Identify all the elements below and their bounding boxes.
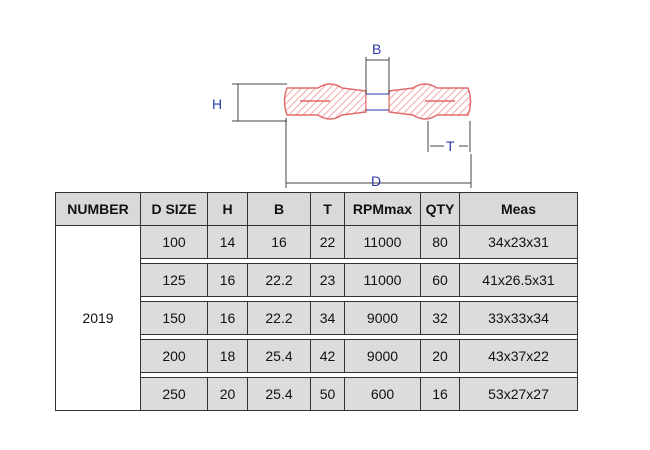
cell-d-size: 150	[140, 301, 208, 335]
cell-meas: 41x26.5x31	[459, 263, 578, 297]
cell-d-size: 125	[140, 263, 208, 297]
cell-b: 25.4	[247, 377, 311, 411]
cell-meas: 53x27x27	[459, 377, 578, 411]
header-b: B	[247, 192, 311, 226]
cell-qty: 16	[420, 377, 460, 411]
cell-b: 22.2	[247, 301, 311, 335]
cell-b: 25.4	[247, 339, 311, 373]
cell-t: 22	[310, 225, 345, 259]
header-rpm-max: RPMmax	[344, 192, 421, 226]
cell-h: 20	[207, 377, 248, 411]
cell-qty: 32	[420, 301, 460, 335]
number-cell: 2019	[55, 225, 141, 411]
header-number: NUMBER	[55, 192, 141, 226]
table-row: 125 16 22.2 23 11000 60 41x26.5x31	[56, 263, 578, 297]
cell-b: 16	[247, 225, 311, 259]
header-h: H	[207, 192, 248, 226]
cell-h: 18	[207, 339, 248, 373]
center-bore	[365, 93, 390, 111]
table-row: 2019 100 14 16 22 11000 80 34x23x31	[55, 225, 578, 411]
cell-h: 16	[207, 301, 248, 335]
cell-h: 16	[207, 263, 248, 297]
cell-meas: 43x37x22	[459, 339, 578, 373]
cell-meas: 34x23x31	[459, 225, 578, 259]
cell-d-size: 200	[140, 339, 208, 373]
table-row: 150 16 22.2 34 9000 32 33x33x34	[56, 301, 578, 335]
cell-qty: 80	[420, 225, 460, 259]
cell-rpm-max: 11000	[344, 263, 421, 297]
cell-h: 14	[207, 225, 248, 259]
label-h: H	[212, 96, 222, 112]
cell-t: 23	[310, 263, 345, 297]
cell-rpm-max: 9000	[344, 301, 421, 335]
cell-d-size: 100	[140, 225, 208, 259]
label-d: D	[371, 173, 381, 189]
header-meas: Meas	[459, 192, 578, 226]
header-d-size: D SIZE	[140, 192, 208, 226]
cell-rpm-max: 600	[344, 377, 421, 411]
cell-rpm-max: 9000	[344, 339, 421, 373]
cell-meas: 33x33x34	[459, 301, 578, 335]
spec-table: NUMBER D SIZE H B T RPMmax QTY Meas 2019…	[55, 192, 578, 411]
table-header-row: NUMBER D SIZE H B T RPMmax QTY Meas	[55, 192, 578, 226]
label-b: B	[372, 41, 381, 57]
cell-t: 34	[310, 301, 345, 335]
cross-section-diagram: B H T D	[212, 41, 472, 189]
cell-b: 22.2	[247, 263, 311, 297]
cell-qty: 20	[420, 339, 460, 373]
table-row: 250 20 25.4 50 600 16 53x27x27	[56, 377, 578, 411]
table-row: 200 18 25.4 42 9000 20 43x37x22	[56, 339, 578, 373]
cell-d-size: 250	[140, 377, 208, 411]
label-t: T	[446, 138, 455, 154]
cell-qty: 60	[420, 263, 460, 297]
header-t: T	[310, 192, 345, 226]
cell-rpm-max: 11000	[344, 225, 421, 259]
header-qty: QTY	[420, 192, 460, 226]
cell-t: 42	[310, 339, 345, 373]
cell-t: 50	[310, 377, 345, 411]
